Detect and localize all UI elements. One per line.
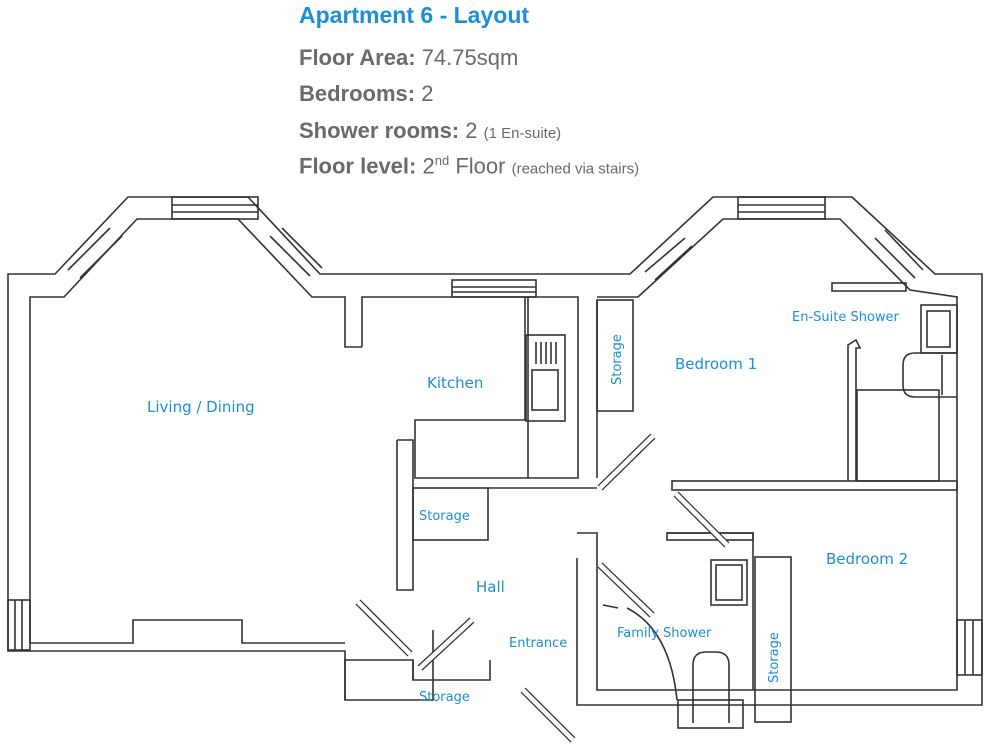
floor-level-suffix: nd [434, 153, 450, 168]
room-label-bedroom-1: Bedroom 1 [675, 355, 757, 373]
windows [67, 196, 924, 298]
room-label-entrance: Entrance [509, 636, 567, 651]
floor-area-value: 74.75sqm [421, 45, 519, 70]
room-label-bedroom-2: Bedroom 2 [826, 550, 908, 568]
shower-rooms-row: Shower rooms: 2 (1 En-suite) [299, 118, 561, 144]
doors [355, 433, 730, 743]
floor-level-number: 2 [422, 153, 435, 179]
floor-area-row: Floor Area: 74.75sqm [299, 45, 518, 71]
room-labels: Living / Dining Kitchen Storage Storage … [147, 310, 908, 705]
room-label-storage-corridor: Storage [610, 334, 625, 385]
floor-level-row: Floor level: 2nd Floor (reached via stai… [299, 153, 639, 179]
walls [7, 196, 983, 729]
floor-area-label: Floor Area: [299, 45, 416, 70]
bedrooms-label: Bedrooms: [299, 81, 416, 106]
floor-level-value: Floor [455, 153, 506, 179]
room-label-kitchen: Kitchen [427, 374, 483, 392]
floor-level-note: (reached via stairs) [511, 160, 640, 178]
floor-level-label: Floor level: [299, 153, 417, 179]
room-label-storage-bedroom-2: Storage [767, 632, 782, 683]
room-label-living-dining: Living / Dining [147, 398, 255, 416]
bedrooms-row: Bedrooms: 2 [299, 81, 434, 107]
shower-rooms-label: Shower rooms: [299, 118, 460, 143]
page-title: Apartment 6 - Layout [299, 2, 530, 28]
room-label-ensuite-shower: En-Suite Shower [792, 310, 900, 325]
room-label-storage-kitchen: Storage [419, 509, 470, 524]
shower-rooms-value: 2 [465, 118, 478, 143]
bedrooms-value: 2 [421, 81, 434, 106]
room-label-family-shower: Family Shower [617, 626, 712, 641]
room-label-hall: Hall [476, 578, 505, 596]
room-label-storage-hall: Storage [419, 690, 470, 705]
sink-drainer [535, 342, 557, 364]
shower-rooms-note: (1 En-suite) [483, 125, 562, 142]
